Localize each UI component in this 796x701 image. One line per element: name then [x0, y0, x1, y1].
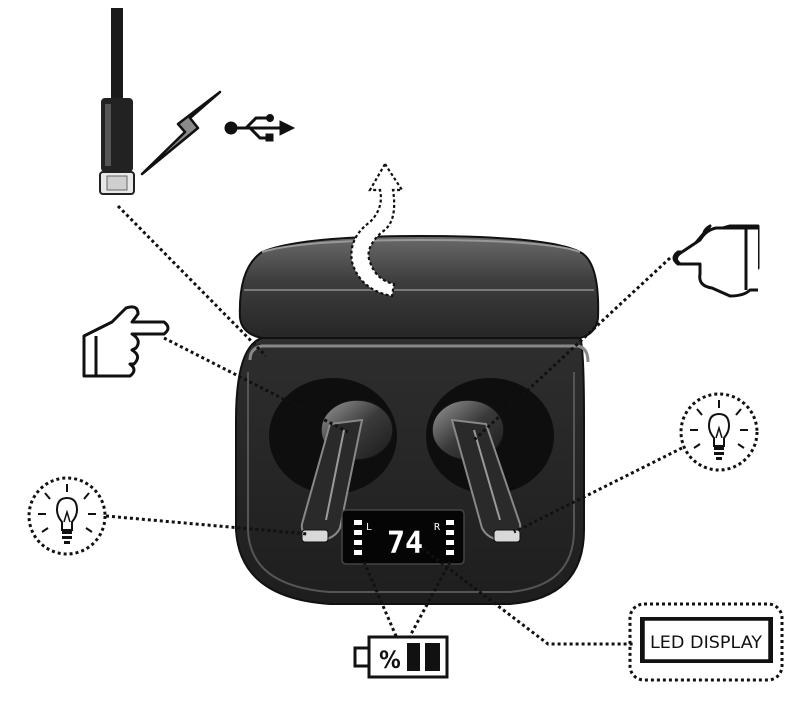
led-display-callout: LED DISPLAY	[628, 602, 784, 682]
leader-led-display	[421, 546, 634, 646]
left-led-indicator-icon	[27, 476, 107, 556]
leader-right-led	[513, 446, 683, 534]
leader-left-led	[105, 514, 309, 536]
right-led-indicator-icon	[679, 392, 759, 472]
touch-right-hand-icon	[672, 224, 760, 298]
usb-c-cable	[99, 8, 135, 195]
case-lid	[238, 234, 600, 339]
battery-percent-label: %	[379, 646, 401, 674]
right-earbud	[431, 399, 522, 543]
usb-icon	[224, 114, 296, 142]
leader-battery-right	[408, 561, 452, 637]
open-lid-arrow-icon	[350, 161, 405, 298]
right-indicator-letter: R	[434, 522, 441, 533]
battery-icon: %	[353, 635, 449, 679]
right-battery-bars	[446, 520, 454, 555]
leader-usb-port	[116, 204, 268, 358]
led-display: L R 74	[341, 509, 465, 565]
leader-lines	[105, 204, 683, 646]
lightning-bolt-icon	[140, 90, 222, 176]
display-value: 74	[387, 526, 423, 561]
led-display-label: LED DISPLAY	[650, 633, 763, 653]
left-battery-bars	[354, 520, 362, 555]
left-indicator-letter: L	[366, 522, 372, 533]
leader-right-touch	[472, 256, 672, 442]
touch-left-hand-icon	[82, 305, 170, 378]
leader-left-touch	[163, 336, 349, 434]
left-earbud	[300, 399, 394, 543]
leader-battery-left	[362, 561, 398, 637]
